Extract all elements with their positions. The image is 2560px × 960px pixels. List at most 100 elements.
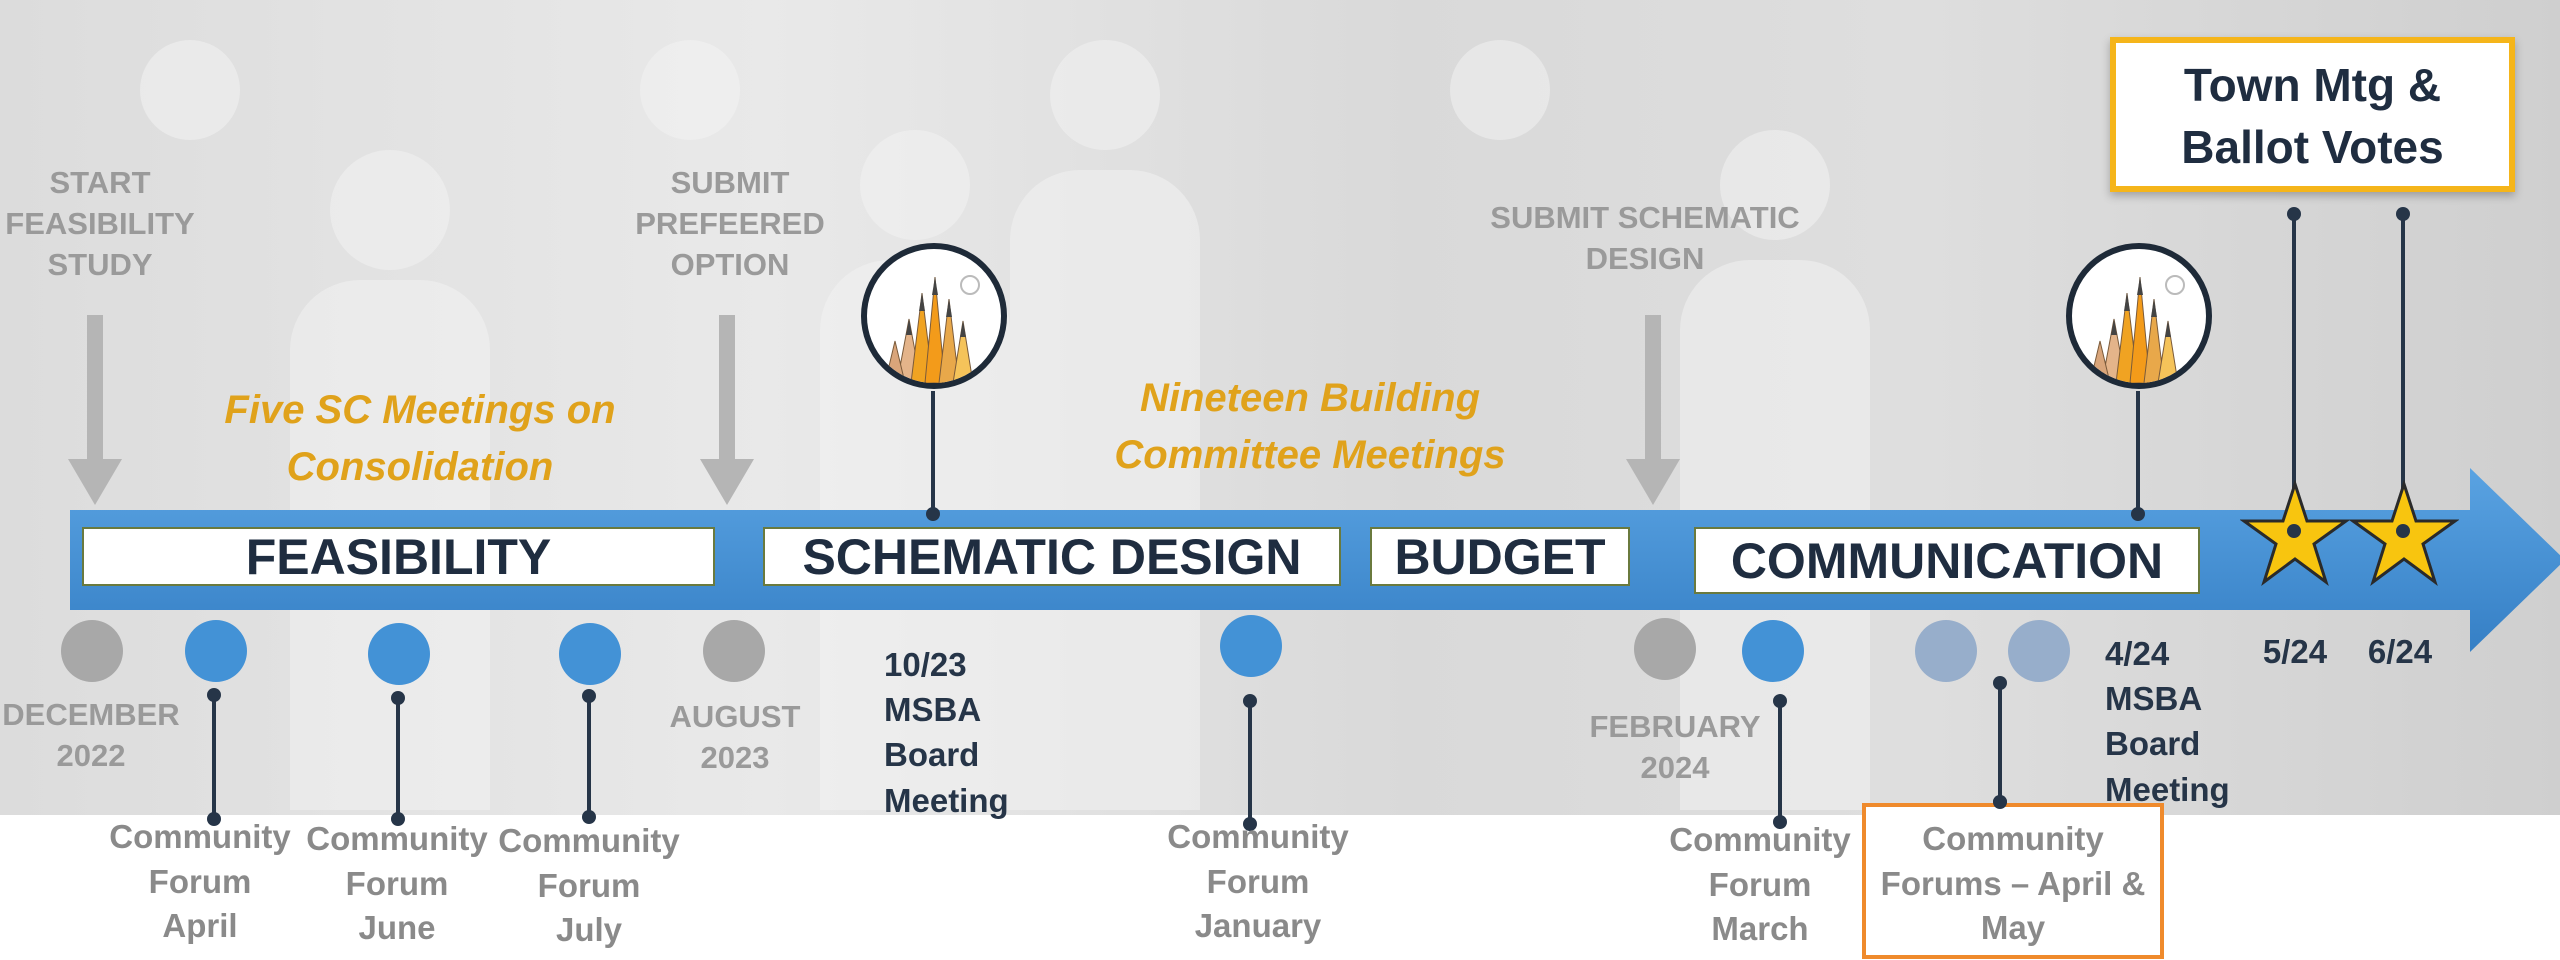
connector-pin (1243, 817, 1257, 831)
note-line: Five SC Meetings on (224, 388, 616, 432)
date-line: DECEMBER (2, 697, 180, 732)
milestone-dot (703, 620, 765, 682)
connector-line (212, 695, 216, 820)
forum-line: Forums – April & (1880, 864, 2146, 902)
sc-meetings-note: Five SC Meetings on Consolidation (180, 382, 660, 496)
date-december-2022: DECEMBER 2022 (0, 695, 182, 777)
connector-pin (2287, 207, 2301, 221)
note-line: Committee Meetings (1114, 432, 1506, 477)
town-meeting-line: Ballot Votes (2181, 120, 2444, 173)
date-line: 2023 (700, 739, 770, 775)
forum-july: Community Forum July (489, 819, 689, 953)
forum-line: Community (1669, 821, 1851, 858)
date-line: Board (884, 736, 980, 774)
connector-pin (1993, 676, 2007, 690)
connector-pin (2396, 524, 2410, 538)
silhouette (640, 40, 740, 140)
connector-pin (582, 689, 596, 703)
msba-board-meeting-1023: 10/23 MSBA Board Meeting (884, 642, 1009, 823)
phase-schematic-design: SCHEMATIC DESIGN (763, 527, 1341, 586)
forum-april-may-box: Community Forums – April & May (1862, 803, 2164, 959)
phase-budget: BUDGET (1370, 527, 1630, 586)
forum-line: June (358, 909, 436, 947)
connector-line (2401, 214, 2405, 532)
phase-communication: COMMUNICATION (1694, 527, 2200, 594)
forum-line: Forum (1708, 865, 1812, 903)
forum-line: Community (109, 818, 291, 855)
label-line: DESIGN (1585, 240, 1705, 276)
date-line: 2024 (1640, 749, 1710, 785)
connector-line (396, 698, 400, 820)
forum-line: March (1711, 910, 1809, 948)
down-arrow-icon (700, 315, 754, 505)
connector-pin (207, 812, 221, 826)
connector-line (2136, 391, 2140, 515)
connector-pin (1773, 815, 1787, 829)
forum-line: Forum (345, 864, 449, 902)
vote-date-524: 5/24 (2262, 633, 2328, 670)
connector-line (1998, 683, 2002, 803)
milestone-dot (61, 620, 123, 682)
forum-january: Community Forum January (1158, 815, 1358, 949)
connector-line (1248, 707, 1252, 825)
connector-pin (926, 507, 940, 521)
connector-line (1778, 706, 1782, 822)
forum-dot (1220, 615, 1282, 677)
silhouette (860, 130, 970, 240)
forum-dot (1742, 620, 1804, 682)
note-line: Nineteen Building (1140, 376, 1480, 420)
label-line: FEASIBILITY (5, 205, 195, 241)
forum-line: April (162, 907, 238, 945)
connector-pin (582, 810, 596, 824)
building-committee-note: Nineteen Building Committee Meetings (1080, 370, 1540, 484)
forum-april-may: Community Forums – April & May (1866, 817, 2160, 951)
label-line: STUDY (47, 246, 153, 282)
connector-pin (2396, 207, 2410, 221)
date-line: Meeting (2105, 770, 2230, 808)
label-line: START (49, 165, 151, 200)
silhouette (1450, 40, 1550, 140)
label-line: PREFEERED (635, 205, 825, 241)
forum-line: Community (1167, 818, 1349, 855)
phase-feasibility: FEASIBILITY (82, 527, 715, 586)
forum-dot (185, 620, 247, 682)
date-line: AUGUST (669, 699, 801, 734)
connector-pin (391, 812, 405, 826)
connector-line (587, 696, 591, 818)
milestone-dot (1634, 618, 1696, 680)
date-line: FEBRUARY (1589, 709, 1761, 744)
silhouette (330, 150, 450, 270)
note-line: Consolidation (286, 444, 554, 489)
connector-pin (207, 688, 221, 702)
date-line: MSBA (884, 691, 982, 729)
connector-pin (2287, 524, 2301, 538)
down-arrow-icon (1626, 315, 1680, 505)
forum-line: Community (498, 822, 680, 859)
date-line: 4/24 (2105, 635, 2170, 672)
forum-dot (559, 623, 621, 685)
date-line: Board (2105, 725, 2201, 763)
msba-board-meeting-424: 4/24 MSBA Board Meeting (2105, 631, 2230, 812)
submit-preferred-label: SUBMIT PREFEERED OPTION (630, 163, 830, 286)
date-line: Meeting (884, 781, 1009, 819)
town-meeting-line: Town Mtg & (2183, 59, 2442, 111)
date-line: 2022 (56, 737, 126, 773)
forum-line: July (555, 911, 623, 949)
date-august-2023: AUGUST 2023 (645, 697, 825, 779)
connector-pin (1773, 694, 1787, 708)
forum-dot (2008, 620, 2070, 682)
forum-march: Community Forum March (1660, 818, 1860, 952)
forum-dot (368, 623, 430, 685)
silhouette (1010, 170, 1200, 810)
forum-line: Forum (1206, 862, 1310, 900)
label-line: SUBMIT SCHEMATIC (1490, 200, 1800, 235)
connector-line (931, 391, 935, 515)
forum-line: May (1980, 909, 2046, 947)
connector-pin (2131, 507, 2145, 521)
pencil-cup-icon (2066, 243, 2212, 389)
vote-date-624: 6/24 (2367, 633, 2433, 670)
forum-dot (1915, 620, 1977, 682)
forum-line: Forum (148, 862, 252, 900)
forum-june: Community Forum June (297, 817, 497, 951)
